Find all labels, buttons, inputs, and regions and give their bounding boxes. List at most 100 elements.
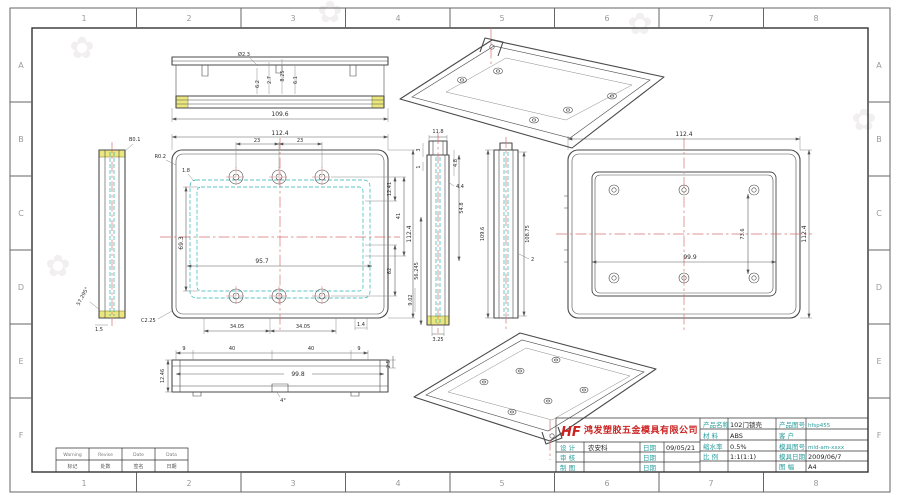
dim-topcap-2: 2.7 (267, 76, 273, 84)
product-name: 102门锁壳 (730, 420, 762, 429)
scale-label: 比 例 (703, 452, 718, 461)
grid-col-label: 2 (186, 479, 191, 488)
dim-bottomcap-p3: 40 (308, 346, 314, 352)
revision-header-cn: 日期 (166, 464, 176, 470)
dim-back-top-width: 112.4 (675, 131, 692, 138)
dim-front-bottom-3: 1.4 (357, 322, 365, 328)
company-logo: HF (561, 425, 581, 440)
scale-value: 1:1(1:1) (730, 453, 756, 461)
revision-header-cn: 标记 (67, 463, 77, 470)
view-bottom-section: 9 40 40 9 99.8 12.46 2.5 4° (160, 346, 396, 404)
grid-row-label: B (876, 135, 882, 144)
dim-bottomcap-angle: 4° (280, 398, 286, 404)
sheet-size: A4 (808, 463, 817, 471)
dim-midsec-3: 1 (416, 165, 422, 168)
dim-front-right-1: 12.41 (387, 182, 393, 196)
customer-label: 客 户 (779, 431, 794, 440)
view-mid-section: 11.8 3 1 4.8 4.4 54.8 56.245 9.02 3.25 (408, 129, 465, 343)
grid-col-label: 3 (290, 479, 295, 488)
view-top-section: Ø2.3 6.2 2.7 8.25 6.1 109.6 (171, 51, 389, 122)
grid-col-label: 7 (708, 14, 713, 23)
dim-leftside-1: B0.1 (129, 137, 140, 143)
inner-border (31, 27, 869, 473)
watermark-flourish: ✿ (45, 249, 70, 284)
dim-midsec-5: 4.4 (456, 184, 464, 190)
dim-leftside-angle: 57.295° (76, 286, 91, 307)
product-no: hfsp455 (808, 423, 831, 429)
dim-topcap-diameter: Ø2.3 (238, 51, 250, 58)
revision-header: Revise (98, 452, 113, 458)
grid-col-label: 3 (290, 14, 295, 23)
grid-row-label: E (876, 357, 881, 366)
dim-front-bottom-2: 34.05 (296, 324, 310, 330)
revision-header: Date (133, 452, 144, 458)
draft-label: 制 图 (560, 463, 575, 472)
dim-front-chamfer: C2.25 (141, 318, 156, 324)
watermark-flourish: ✿ (627, 7, 652, 42)
dim-front-mid-width: 95.7 (255, 258, 269, 265)
dim-front-top-width: 112.4 (271, 130, 288, 137)
grid-col-label: 2 (186, 14, 191, 23)
watermark-flourish: ✿ (69, 31, 94, 66)
dim-bottomcap-t: 2.5 (386, 360, 392, 368)
dim-bottomcap-height: 12.46 (160, 369, 166, 383)
dim-rightside-3: 2 (531, 257, 534, 263)
view-left-side: B0.1 57.295° 1.5 (76, 137, 141, 333)
dim-topcap-1: 6.2 (255, 80, 261, 88)
dim-topcap-3: 8.25 (280, 70, 286, 81)
sheet-size-label: 图 幅 (779, 462, 795, 471)
watermarks: ✿ ✿ ✿ ✿ ✿ (45, 0, 876, 284)
dim-front-thickness: 1.8 (182, 168, 190, 174)
dim-leftside-3: 1.5 (95, 327, 103, 333)
dim-front-pitch-2: 23 (297, 138, 303, 144)
dim-midsec-7: 56.245 (414, 262, 420, 280)
dim-midsec-1: 11.8 (432, 129, 443, 135)
mold-date-label: 模具日期 (779, 452, 806, 461)
grid-row-label: F (19, 431, 24, 440)
dim-midsec-6: 54.8 (459, 202, 465, 213)
dim-midsec-8: 9.02 (408, 294, 414, 305)
dim-bottomcap-p1: 9 (182, 346, 185, 352)
material-value: ABS (730, 432, 743, 440)
grid-col-label: 6 (604, 479, 609, 488)
dim-midsec-9: 3.25 (432, 337, 443, 343)
shrink-label: 缩水率 (703, 442, 723, 451)
revision-header: Data (166, 452, 177, 458)
dim-bottomcap-p4: 9 (357, 346, 360, 352)
grid-col-label: 1 (81, 479, 86, 488)
grid-row-label: C (876, 209, 882, 218)
revision-table: Warning Revise Date Data 标记 处数 签名 日期 (55, 447, 189, 473)
mold-date: 2009/06/7 (808, 453, 841, 461)
mold-no: mld-am-xxxx (808, 445, 845, 451)
revision-header-cn: 处数 (100, 463, 110, 470)
mold-no-label: 模具图号 (779, 442, 806, 451)
grid-row-label: D (876, 283, 882, 292)
grid-row-label: A (18, 61, 24, 70)
dim-back-side-height: 112.4 (801, 225, 808, 242)
outer-border (9, 7, 891, 493)
dim-midsec-2: 3 (416, 148, 422, 151)
date-label: 日期 (643, 454, 657, 462)
view-right-side: 109.6 108.75 2 (480, 137, 534, 329)
grid-col-label: 5 (499, 479, 504, 488)
dim-back-inner-width: 99.9 (683, 254, 697, 261)
view-isometric-top (399, 28, 665, 149)
grid-labels: 1 2 3 4 5 6 7 8 1 2 3 4 5 6 7 8 A B C D … (18, 14, 882, 488)
watermark-flourish: ✿ (317, 0, 342, 30)
dim-front-pitch-1: 23 (254, 138, 260, 144)
dim-topcap-width: 109.6 (271, 111, 288, 118)
company-name: 鸿发塑胶五金模具有限公司 (584, 424, 698, 436)
grid-row-label: A (876, 61, 882, 70)
title-block: HF 鸿发塑胶五金模具有限公司 设 计 农安科 日期 09/05/21 审 核 … (555, 417, 869, 473)
date-label: 日期 (643, 464, 657, 472)
view-isometric-bottom (413, 332, 657, 460)
dim-front-bottom-1: 34.05 (230, 324, 244, 330)
grid-row-label: B (18, 135, 24, 144)
dim-topcap-4: 6.1 (293, 76, 299, 84)
watermark-flourish: ✿ (851, 103, 876, 138)
sheet-frame (9, 7, 891, 493)
grid-row-label: E (18, 357, 23, 366)
shrink-value: 0.5% (730, 443, 747, 451)
grid-row-label: D (18, 283, 24, 292)
